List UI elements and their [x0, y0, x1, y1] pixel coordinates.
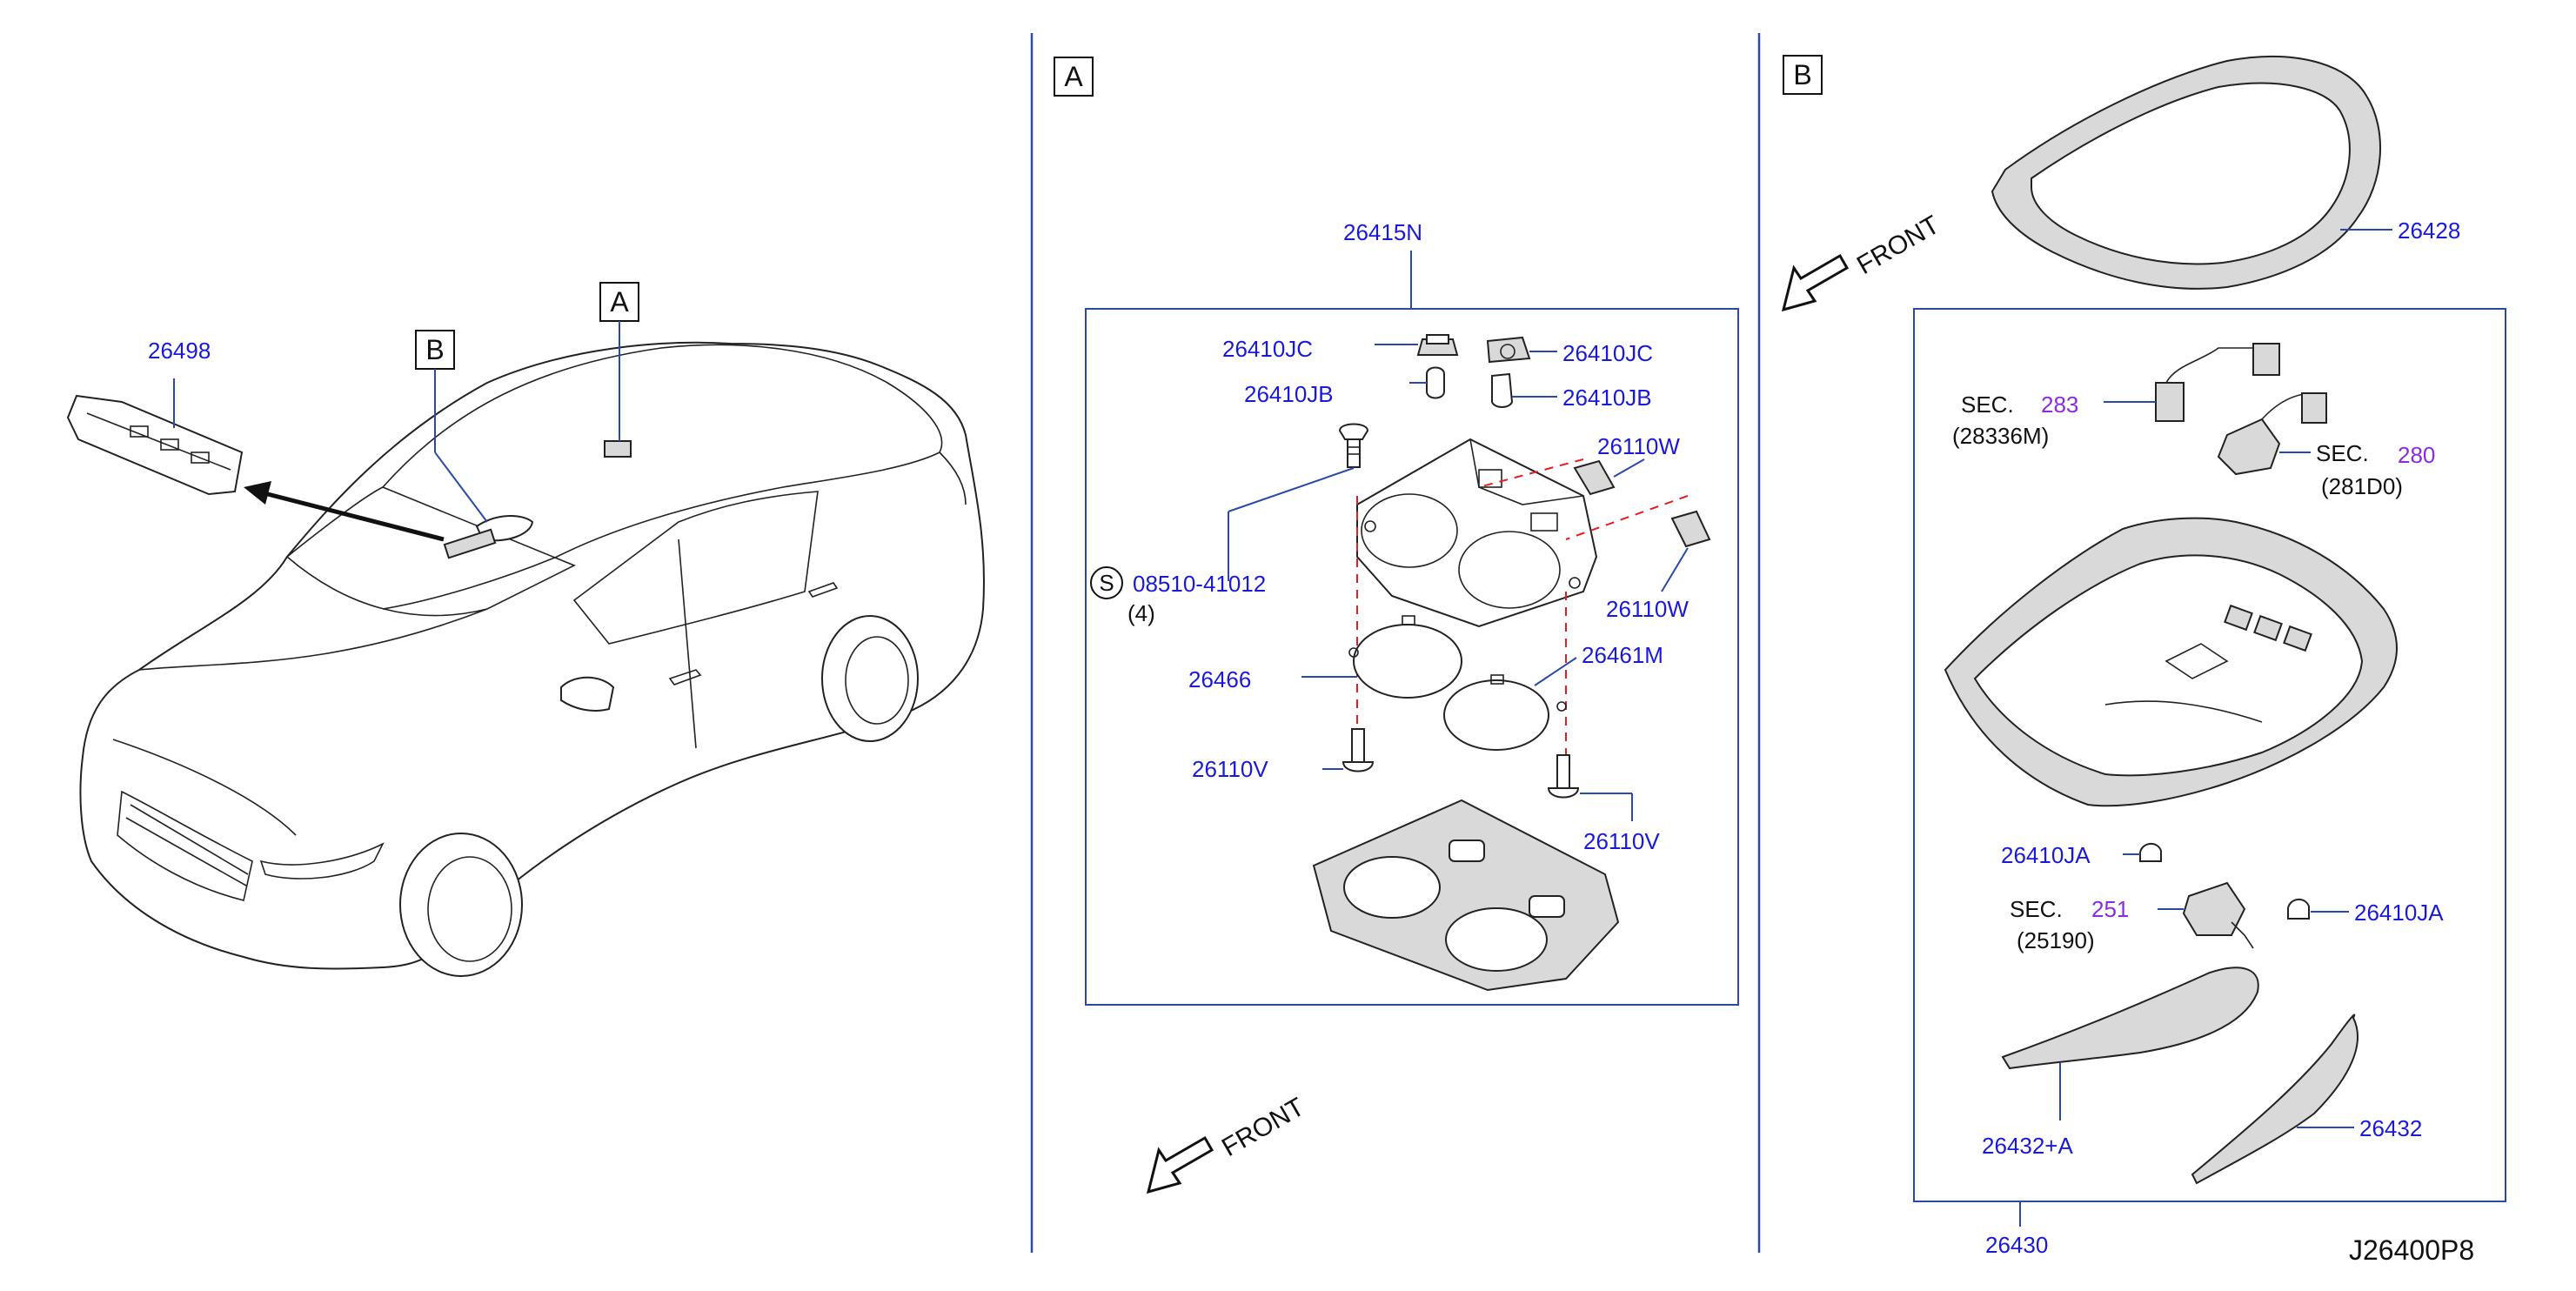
screw-26110v-left	[1342, 728, 1375, 773]
sec-283-ref: (28336M)	[1952, 423, 2049, 449]
part-number-26430[interactable]: 26430	[1985, 1232, 2048, 1258]
part-number-26410ja-left[interactable]: 26410JA	[2001, 842, 2091, 868]
view-a-label: A	[1064, 61, 1083, 92]
sec-251-prefix: SEC.	[2010, 896, 2063, 922]
part-26498-illustration	[66, 394, 244, 496]
screw-symbol-circle	[1090, 566, 1123, 599]
part-number-26428[interactable]: 26428	[2398, 217, 2460, 244]
sec-251-ref: (25190)	[2017, 927, 2095, 953]
sec-280-link[interactable]: 280	[2398, 442, 2435, 468]
overview-arrow	[244, 481, 445, 542]
bulb-26410jb-left	[1426, 366, 1445, 399]
screw-quantity: (4)	[1127, 600, 1155, 626]
lens-26466	[1348, 615, 1462, 699]
sec-280-prefix: SEC.	[2316, 440, 2369, 466]
lamp-housing-illustration	[1356, 438, 1598, 628]
diagram-code: J26400P8	[2349, 1234, 2474, 1266]
part-number-26415n[interactable]: 26415N	[1343, 219, 1422, 245]
screw-top-left	[1338, 423, 1369, 468]
screw-symbol: S	[1099, 570, 1114, 596]
part-number-26410jc-right[interactable]: 26410JC	[1562, 340, 1653, 366]
view-b-label: B	[1793, 59, 1811, 90]
part-number-26432[interactable]: 26432	[2359, 1115, 2422, 1141]
sec-251-link[interactable]: 251	[2091, 896, 2129, 922]
part-number-08510-41012[interactable]: 08510-41012	[1133, 571, 1266, 597]
callout-b-label: B	[425, 334, 444, 365]
lamp-bezel-illustration	[1312, 799, 1620, 992]
sec-283-prefix: SEC.	[1961, 391, 2014, 418]
callout-a-label: A	[610, 286, 629, 318]
bulb-26410jb-right	[1491, 372, 1514, 408]
alignment-dash-lines	[1356, 458, 1689, 766]
sec-280-ref: (281D0)	[2321, 473, 2403, 499]
part-number-26410ja-right[interactable]: 26410JA	[2354, 900, 2444, 926]
part-number-26498[interactable]: 26498	[148, 338, 211, 364]
part-number-26110w-top[interactable]: 26110W	[1597, 433, 1680, 459]
sec-283-link[interactable]: 283	[2041, 391, 2078, 418]
trim-frame-26428	[1991, 55, 2381, 290]
part-number-26410jb-left[interactable]: 26410JB	[1244, 381, 1334, 407]
front-arrow-a	[1146, 1135, 1214, 1194]
trim-26432a	[2001, 967, 2259, 1070]
part-number-26432a[interactable]: 26432+A	[1982, 1133, 2073, 1159]
assembly-26415n-frame	[1085, 308, 1739, 1006]
harness-sec-283	[2155, 343, 2280, 422]
trim-26432	[2191, 1013, 2359, 1185]
view-b-label-box: B	[1783, 55, 1823, 95]
front-arrow-b	[1781, 253, 1850, 312]
part-number-26110v-right[interactable]: 26110V	[1583, 828, 1660, 854]
part-number-26110w-bottom[interactable]: 26110W	[1606, 596, 1689, 622]
clip-26110w-top	[1573, 459, 1616, 496]
front-label-a: FRONT	[1217, 1093, 1309, 1162]
part-number-26466[interactable]: 26466	[1188, 666, 1251, 692]
bulb-26410ja-left	[2139, 843, 2162, 862]
part-number-26110v-left[interactable]: 26110V	[1192, 756, 1268, 782]
car-illustration	[79, 341, 985, 977]
bulb-26410ja-right	[2287, 899, 2310, 920]
part-number-26410jc-left[interactable]: 26410JC	[1222, 336, 1313, 362]
part-number-26461m[interactable]: 26461M	[1582, 642, 1663, 668]
lens-26461m	[1443, 674, 1567, 751]
callout-a: A	[599, 282, 639, 441]
overhead-console-illustration	[1944, 517, 2398, 807]
socket-26410jc-right	[1486, 336, 1531, 364]
module-sec-251	[2182, 881, 2254, 949]
view-a-label-box: A	[1054, 57, 1094, 97]
screw-26110v-right	[1547, 754, 1580, 799]
callout-b: B	[415, 330, 488, 523]
clip-26110w-bottom	[1670, 510, 1711, 548]
assembly-26430-frame	[1913, 308, 2506, 1202]
connector-sec-280	[2217, 392, 2327, 476]
socket-26410jc-left	[1416, 334, 1459, 356]
front-label-b: FRONT	[1852, 211, 1944, 280]
part-number-26410jb-right[interactable]: 26410JB	[1562, 385, 1652, 411]
